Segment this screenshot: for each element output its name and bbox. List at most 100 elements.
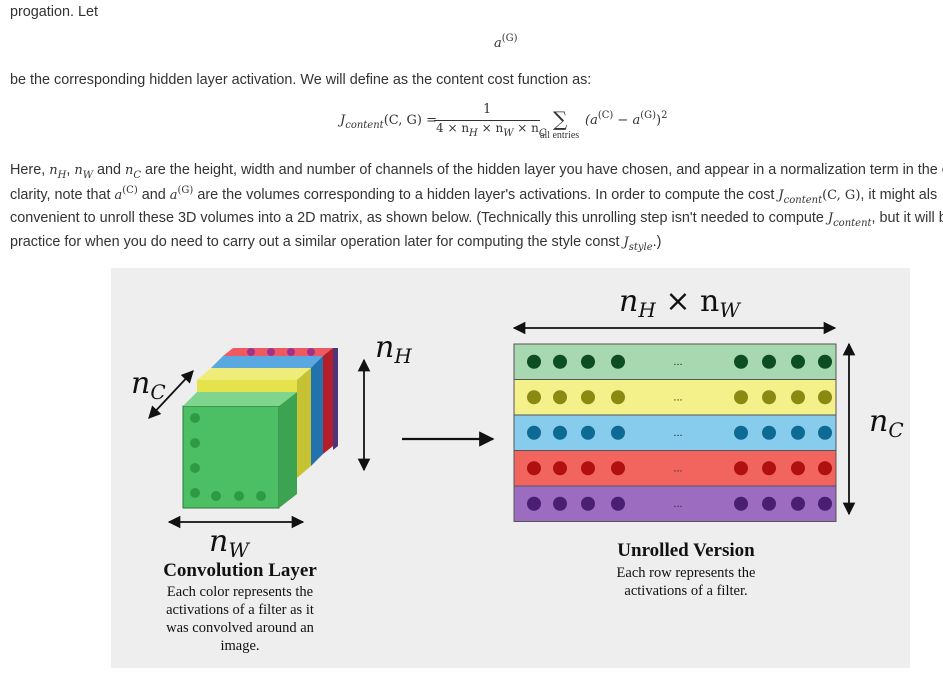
- right-caption-line-1: Each row represents the: [616, 565, 756, 581]
- label-nh-n: n: [375, 330, 395, 365]
- matrix-dot: [734, 425, 748, 440]
- matrix-dot: [762, 425, 776, 440]
- label-top-n1: n: [619, 284, 639, 319]
- cube-back-dots: [247, 348, 315, 356]
- eq-lhs: Jcontent(C, G) =: [340, 113, 437, 131]
- label-nh: nH: [375, 330, 412, 368]
- label-top-times: × n: [655, 284, 720, 319]
- figure-drawing: ...............: [148, 321, 856, 529]
- p1-nh-sub: H: [57, 170, 67, 181]
- matrix-dot: [581, 354, 595, 369]
- eq-a: a: [494, 36, 502, 51]
- p1-comma: ,: [66, 162, 75, 178]
- cube-layer-red-top: [223, 348, 333, 356]
- left-caption-body: Each color represents the activations of…: [137, 583, 343, 655]
- matrix-dot: [611, 425, 625, 440]
- cube-layer-blue-side: [311, 356, 323, 466]
- cube-layer-green-top: [183, 392, 297, 406]
- eq-den-h: H: [469, 128, 478, 139]
- matrix-dot: [581, 496, 595, 511]
- p3-J-sub: content: [833, 218, 872, 229]
- p4-b: .): [652, 234, 662, 250]
- eq-a-sup: (G): [501, 33, 518, 44]
- eq-den-c: C: [538, 128, 547, 139]
- p2-a: clarity, note that: [10, 187, 115, 203]
- p1-and: and: [92, 162, 125, 178]
- p2-c: , it might als: [860, 187, 938, 203]
- left-caption-line-2: activations of a filter as it: [166, 602, 314, 618]
- matrix-dot: [553, 390, 567, 405]
- p3-b: , but it will be: [871, 210, 943, 226]
- matrix-row-3: [513, 414, 837, 451]
- text-line-intro: progation. Let: [10, 2, 98, 22]
- eq-lhs-sub: content: [345, 120, 384, 131]
- matrix-dot: [611, 354, 625, 369]
- p2-J: J: [778, 188, 784, 203]
- p2-J-sub: content: [783, 195, 823, 206]
- cube-dots: [190, 413, 266, 501]
- matrix-dot: [818, 461, 832, 476]
- matrix-dot: [581, 461, 595, 476]
- matrix-ellipsis: ...: [673, 498, 682, 510]
- nc-arrow: [148, 370, 194, 419]
- p1-nw: n: [74, 163, 83, 178]
- right-caption-line-2: activations of a filter.: [624, 583, 748, 599]
- eq-term-sup-c: (C): [597, 110, 614, 121]
- matrix-dot: [553, 425, 567, 440]
- matrix-dot: [581, 390, 595, 405]
- eq-fraction-bar: [434, 120, 540, 121]
- p2-a1-sup: (C): [122, 185, 138, 196]
- matrix-dot: [818, 425, 832, 440]
- matrix-dot: [553, 461, 567, 476]
- matrix-row-5: [513, 485, 837, 522]
- p1-nc: n: [124, 163, 134, 178]
- cube-layer-blue-top: [211, 356, 323, 368]
- eq-den-text: 4 × n: [436, 121, 470, 135]
- unroll-figure: ............... nC nH nW nH × nW nC Conv…: [111, 268, 910, 668]
- matrix-dot: [791, 425, 805, 440]
- p2-args: (C, G): [822, 188, 861, 203]
- matrix-dot: [791, 461, 805, 476]
- matrix-dot: [527, 354, 541, 369]
- matrix-dot: [734, 390, 748, 405]
- p2-a2: a: [169, 188, 178, 203]
- equation-a-g: a(G): [494, 33, 518, 51]
- label-top-sub2: W: [719, 298, 740, 322]
- matrix-dot: [553, 496, 567, 511]
- eq-numerator: 1: [483, 102, 492, 117]
- text-line-definition: be the corresponding hidden layer activa…: [10, 70, 591, 90]
- p4-a: practice for when you do need to carry o…: [10, 234, 624, 250]
- matrix-dot: [611, 390, 625, 405]
- left-caption-title: Convolution Layer: [163, 560, 317, 581]
- left-caption-line-1: Each color represents the: [166, 584, 314, 600]
- p3-a: convenient to unroll these 3D volumes in…: [10, 210, 828, 226]
- label-nh-times-nw: nH × nW: [619, 284, 740, 322]
- p1-a: Here,: [10, 162, 50, 178]
- matrix-ellipsis: ...: [673, 462, 682, 474]
- matrix-ellipsis: ...: [673, 356, 682, 368]
- matrix-dot: [734, 354, 748, 369]
- matrix-dot: [527, 496, 541, 511]
- matrix-dot: [734, 496, 748, 511]
- paragraph-line-4: practice for when you do need to carry o…: [10, 232, 661, 254]
- paragraph-line-1: Here, nH, nW and nC are the height, widt…: [10, 160, 943, 182]
- p4-J-sub: style: [628, 242, 653, 253]
- matrix-row-2: [513, 379, 837, 416]
- p1-nw-sub: W: [82, 170, 93, 181]
- eq-term-open: (a: [585, 113, 598, 128]
- label-top-sub1: H: [638, 298, 656, 322]
- cube-layer-purple-side: [333, 348, 338, 450]
- matrix-dot: [791, 354, 805, 369]
- matrix-dot: [762, 390, 776, 405]
- label-nh-sub: H: [394, 344, 412, 368]
- matrix-dot: [611, 461, 625, 476]
- left-caption-line-4: image.: [220, 638, 260, 654]
- definition-text: be the corresponding hidden layer activa…: [10, 72, 592, 88]
- intro-text: progation. Let: [10, 4, 99, 20]
- right-caption-body: Each row represents the activations of a…: [581, 564, 791, 600]
- matrix-row-1: [513, 343, 837, 380]
- eq-den-t2: × n: [513, 121, 539, 135]
- matrix-dot: [762, 354, 776, 369]
- cube-layer-yellow-top: [197, 368, 311, 380]
- cube-layer-green-side: [279, 392, 297, 508]
